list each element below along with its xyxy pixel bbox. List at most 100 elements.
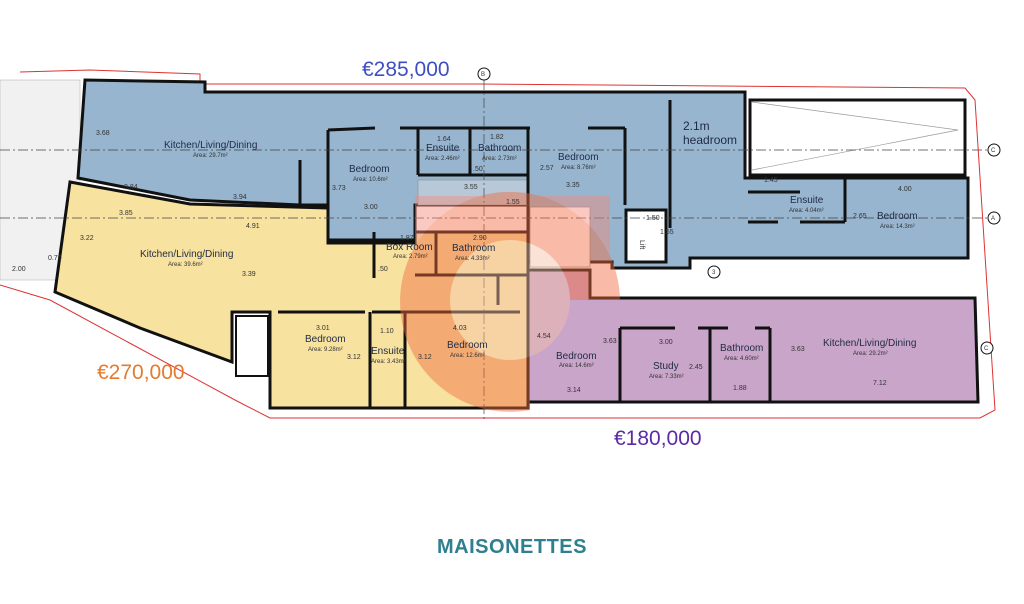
svg-text:Bedroom: Bedroom (877, 211, 918, 222)
svg-text:B: B (481, 72, 485, 78)
svg-text:Area: 10.6m²: Area: 10.6m² (353, 177, 388, 183)
svg-text:C: C (984, 346, 989, 352)
svg-text:Box Room: Box Room (386, 242, 433, 253)
svg-text:3.55: 3.55 (464, 184, 478, 191)
svg-text:Area: 8.76m²: Area: 8.76m² (561, 165, 596, 171)
svg-text:Bedroom: Bedroom (349, 164, 390, 175)
svg-text:Area: 9.28m²: Area: 9.28m² (308, 347, 343, 353)
svg-text:Area: 12.6m²: Area: 12.6m² (450, 353, 485, 359)
svg-text:2.1m: 2.1m (683, 119, 710, 133)
svg-text:3.00: 3.00 (364, 204, 378, 211)
svg-text:Area: 39.6m²: Area: 39.6m² (168, 262, 203, 268)
unit-yellow (53, 180, 530, 410)
svg-text:C: C (991, 148, 996, 154)
svg-text:3.22: 3.22 (80, 235, 94, 242)
svg-text:1.55: 1.55 (660, 229, 674, 236)
svg-text:0.76: 0.76 (48, 255, 62, 262)
svg-text:Area: 14.6m²: Area: 14.6m² (559, 363, 594, 369)
svg-text:Study: Study (653, 361, 679, 372)
watermark-logo (400, 191, 620, 412)
svg-text:4.54: 4.54 (537, 333, 551, 340)
svg-text:Kitchen/Living/Dining: Kitchen/Living/Dining (823, 338, 916, 349)
svg-text:3.39: 3.39 (242, 271, 256, 278)
svg-text:Area: 4.04m²: Area: 4.04m² (789, 208, 824, 214)
svg-text:Ensuite: Ensuite (426, 143, 460, 154)
svg-text:2.00: 2.00 (12, 266, 26, 273)
svg-text:1.55: 1.55 (506, 199, 520, 206)
svg-text:Ensuite: Ensuite (790, 195, 824, 206)
svg-text:Bathroom: Bathroom (478, 143, 521, 154)
svg-text:1.50: 1.50 (646, 215, 660, 222)
svg-text:Bathroom: Bathroom (720, 343, 763, 354)
svg-text:Area: 7.33m²: Area: 7.33m² (649, 374, 684, 380)
svg-text:Bathroom: Bathroom (452, 243, 495, 254)
svg-text:Area: 2.79m²: Area: 2.79m² (393, 254, 428, 260)
svg-text:3.85: 3.85 (119, 210, 133, 217)
svg-text:Area: 4.33m²: Area: 4.33m² (455, 256, 490, 262)
stair-yellow (235, 315, 269, 377)
svg-text:2.90: 2.90 (473, 235, 487, 242)
price-purple-unit: €180,000 (614, 427, 702, 450)
svg-text:4.91: 4.91 (246, 223, 260, 230)
svg-text:1.88: 1.88 (733, 385, 747, 392)
svg-text:Kitchen/Living/Dining: Kitchen/Living/Dining (140, 249, 233, 260)
svg-text:Bedroom: Bedroom (558, 152, 599, 163)
price-blue-unit: €285,000 (362, 58, 450, 81)
svg-text:Bedroom: Bedroom (447, 340, 488, 351)
svg-text:3.94: 3.94 (233, 194, 247, 201)
svg-text:1.64: 1.64 (437, 136, 451, 143)
grid-markers: B C A 3 C (477, 67, 1001, 355)
svg-text:Kitchen/Living/Dining: Kitchen/Living/Dining (164, 140, 257, 151)
svg-text:3.68: 3.68 (96, 130, 110, 137)
svg-text:3.35: 3.35 (566, 182, 580, 189)
svg-text:Area: 29.7m²: Area: 29.7m² (193, 153, 228, 159)
svg-text:Ensuite: Ensuite (371, 346, 405, 357)
lift-shaft (624, 208, 668, 264)
svg-text:3: 3 (712, 270, 716, 276)
svg-text:Bedroom: Bedroom (305, 334, 346, 345)
svg-text:3.84: 3.84 (124, 184, 138, 191)
svg-text:Area: 2.73m²: Area: 2.73m² (482, 156, 517, 162)
svg-text:3.63: 3.63 (791, 346, 805, 353)
svg-text:.50: .50 (473, 166, 483, 173)
svg-text:Area: 29.2m²: Area: 29.2m² (853, 351, 888, 357)
page-title: MAISONETTES (437, 536, 587, 558)
svg-text:Lift: Lift (638, 240, 645, 249)
svg-text:Area: 14.3m²: Area: 14.3m² (880, 224, 915, 230)
svg-text:3.00: 3.00 (659, 339, 673, 346)
price-yellow-unit: €270,000 (97, 361, 185, 384)
svg-text:7.12: 7.12 (873, 380, 887, 387)
svg-text:4.00: 4.00 (898, 186, 912, 193)
svg-text:Bedroom: Bedroom (556, 351, 597, 362)
main-stair (529, 206, 591, 268)
svg-text:1.87: 1.87 (400, 235, 414, 242)
svg-text:3.73: 3.73 (332, 185, 346, 192)
svg-text:2.65: 2.65 (853, 213, 867, 220)
svg-text:2.57: 2.57 (540, 165, 554, 172)
svg-text:headroom: headroom (683, 133, 737, 147)
tiled-corridor (417, 179, 529, 206)
svg-text:1.10: 1.10 (380, 328, 394, 335)
stair-lines (751, 101, 959, 171)
unit-purple (526, 268, 980, 404)
interior-walls (278, 100, 847, 408)
svg-text:3.14: 3.14 (567, 387, 581, 394)
svg-text:2.45: 2.45 (689, 364, 703, 371)
svg-text:3.01: 3.01 (316, 325, 330, 332)
svg-text:.50: .50 (378, 266, 388, 273)
svg-text:1.45: 1.45 (764, 177, 778, 184)
svg-text:Area: 3.43m²: Area: 3.43m² (371, 359, 406, 365)
svg-text:4.03: 4.03 (453, 325, 467, 332)
stair-void (748, 98, 967, 177)
svg-text:1.82: 1.82 (490, 134, 504, 141)
svg-text:Area: 4.60m²: Area: 4.60m² (724, 356, 759, 362)
svg-text:Area: 2.46m²: Area: 2.46m² (425, 156, 460, 162)
site-boundary (0, 69, 996, 419)
svg-text:3.12: 3.12 (418, 354, 432, 361)
svg-text:3.63: 3.63 (603, 338, 617, 345)
svg-text:A: A (991, 216, 995, 222)
